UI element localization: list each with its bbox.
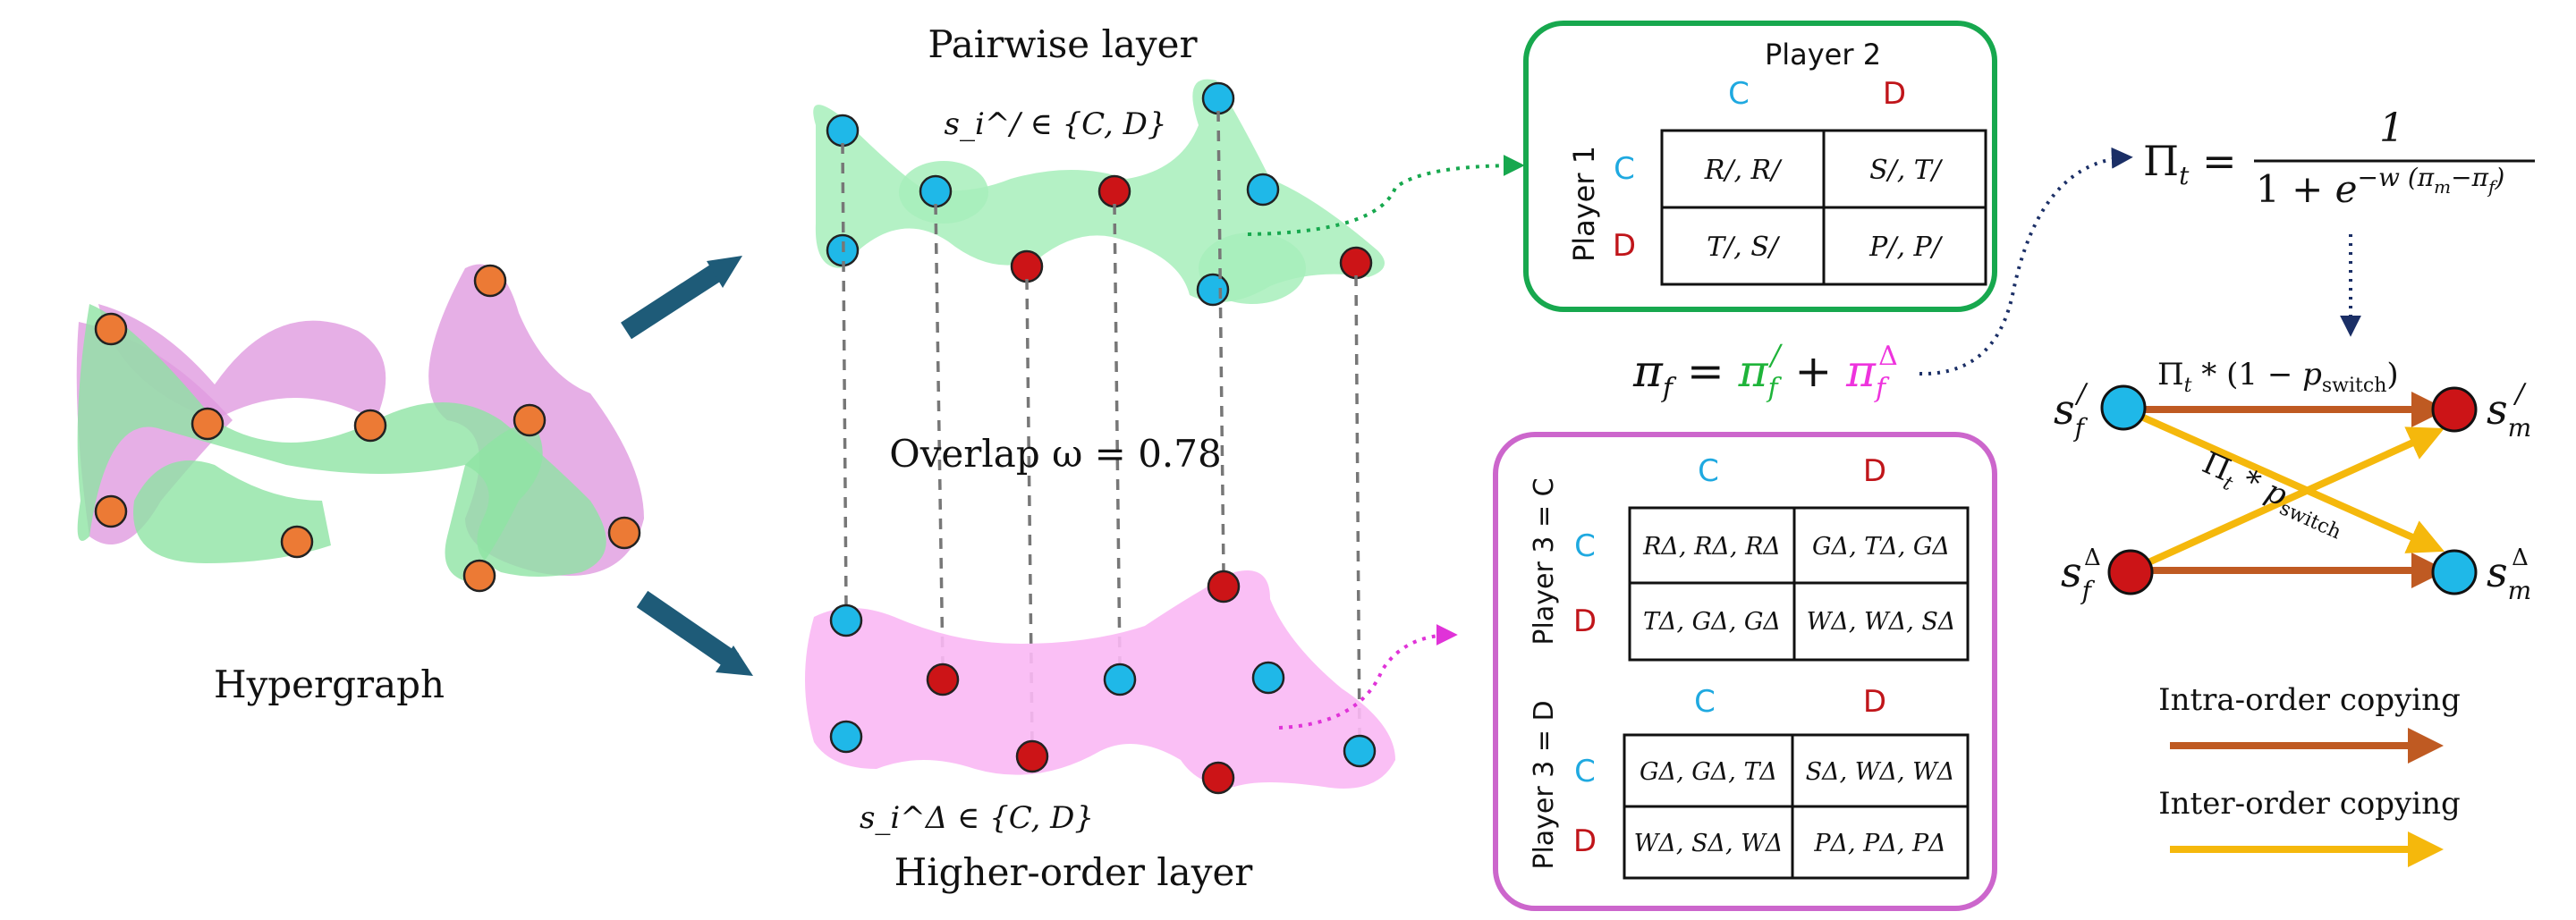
interlayer-link [1354,274,1361,739]
ho-cell: WΔ, WΔ, SΔ [1807,608,1956,636]
player1-label: Player 1 [1567,146,1601,262]
node-sm-pairwise [2431,386,2478,433]
higher-order-node [926,663,960,696]
update-node-label: sfΔ [2061,544,2101,605]
hyperedge-green [445,425,543,581]
overlap-label: Overlap ω = 0.78 [889,432,1221,476]
node-sm-higher [2431,549,2478,595]
pairwise-cell: T/, S/ [1707,232,1781,263]
pairwise-cell: R/, R/ [1704,155,1783,186]
pairwise-layer-title: Pairwise layer [928,22,1198,66]
higher-order-node [1343,734,1377,768]
ho-cell: PΔ, PΔ, PΔ [1813,830,1945,857]
pairwise-node [1097,174,1131,208]
svg-text:1 + e−w (πm−πf): 1 + e−w (πm−πf) [2256,163,2504,211]
higher-order-layer-title: Higher-order layer [894,850,1254,894]
fermi-equation: Πt = 1 1 + e−w (πm−πf) [2143,106,2535,211]
ho-row-header: C [1574,528,1596,564]
inter-arrow-up [2145,426,2445,567]
ho-row-header: D [1573,823,1597,859]
higher-order-node [1201,761,1235,795]
hyperedge-green [77,304,606,577]
ho-cell: RΔ, RΔ, RΔ [1642,533,1781,561]
higher-order-node [1251,661,1285,695]
hypergraph-node [353,409,387,443]
pairwise-node [1196,273,1230,307]
player3-label: Player 3 = C [1529,477,1560,645]
inter-arrow-down [2140,413,2445,553]
higher-order-node [829,603,863,637]
pairwise-game-box: Player 2 C D Player 1 C D R/, R/ S/, T/ … [1523,21,1997,312]
ho-col-header: D [1863,453,1886,489]
payoff-to-fermi-connector [1919,147,2133,376]
ho-row-header: D [1573,603,1597,639]
higher-to-matrix-connector [1278,624,1458,730]
higher-order-node [1207,570,1241,603]
pairwise-layer: Pairwise layer s_i^/ ∈ {C, D} [813,22,1385,307]
higher-order-strategy-set: s_i^Δ ∈ {C, D} [860,800,1094,836]
pairwise-col-header-d: D [1883,76,1906,112]
higher-order-layer: s_i^Δ ∈ {C, D} Higher-order layer [805,570,1395,894]
pairwise-cell: P/, P/ [1868,232,1944,263]
node-sf-pairwise [2100,384,2147,431]
higher-order-node [829,720,863,754]
payoff-equation: πf = πf/ + πfΔ [1632,338,1898,404]
hypergraph-node [513,403,547,437]
pairwise-cell: S/, T/ [1869,155,1944,186]
hypergraph-node [94,312,128,346]
hypergraph-node [473,264,507,298]
player3-label: Player 3 = D [1529,700,1560,869]
svg-text:1: 1 [2379,106,2404,151]
pairwise-row-header-d: D [1613,228,1636,264]
update-node-label: smΔ [2487,544,2531,605]
hypergraph-node [462,559,496,593]
pairwise-node [1201,81,1235,115]
svg-text:πf = πf/ + πfΔ: πf = πf/ + πfΔ [1632,338,1898,404]
update-diagram: sf/ sm/ sfΔ smΔ Πt * (1 − pswitch) Πt * … [2054,357,2531,605]
pairwise-strategy-set: s_i^/ ∈ {C, D} [945,106,1167,142]
update-node-label: sm/ [2487,378,2531,443]
hypergraph-to-higher-order-arrow [636,590,753,676]
pairwise-node [1010,249,1044,283]
ho-cell: TΔ, GΔ, GΔ [1643,608,1781,636]
update-node-label: sf/ [2054,378,2089,443]
pairwise-row-header-c: C [1614,151,1635,187]
higher-order-hyperedge-region [805,570,1395,789]
hypergraph-node [191,407,225,441]
hypergraph-node [280,525,314,559]
higher-order-game-box: Player 3 = C C D C D RΔ, RΔ, RΔ GΔ, TΔ, … [1493,432,1997,911]
legend-inter-label: Inter-order copying [2158,786,2461,822]
pairwise-node [919,174,953,208]
legend: Intra-order copying Inter-order copying [2158,682,2461,867]
ho-col-header: C [1698,453,1719,489]
legend-intra-label: Intra-order copying [2158,682,2461,718]
ho-cell: GΔ, TΔ, GΔ [1812,533,1950,561]
hypergraph: Hypergraph [76,264,644,706]
hypergraph-node [607,516,641,550]
svg-text:Πt =: Πt = [2143,137,2237,190]
ho-col-header: D [1863,684,1886,720]
top-arrow-label: Πt * (1 − pswitch) [2157,357,2399,397]
ho-cell: SΔ, WΔ, WΔ [1806,758,1955,786]
hypergraph-node [94,494,128,528]
pairwise-node [1246,173,1280,207]
ho-col-header: C [1694,684,1716,720]
ho-row-header: C [1574,754,1596,789]
pairwise-node [1339,246,1373,280]
player2-label: Player 2 [1765,38,1881,72]
higher-order-node [1015,739,1049,773]
pairwise-col-header-c: C [1728,76,1750,112]
pairwise-node [826,114,860,148]
ho-cell: WΔ, SΔ, WΔ [1634,830,1784,857]
ho-cell: GΔ, GΔ, TΔ [1640,758,1777,786]
hypergraph-to-pairwise-arrow [621,256,742,340]
higher-order-node [1103,663,1137,696]
hypergraph-label: Hypergraph [214,663,445,706]
node-sf-higher [2107,549,2154,595]
